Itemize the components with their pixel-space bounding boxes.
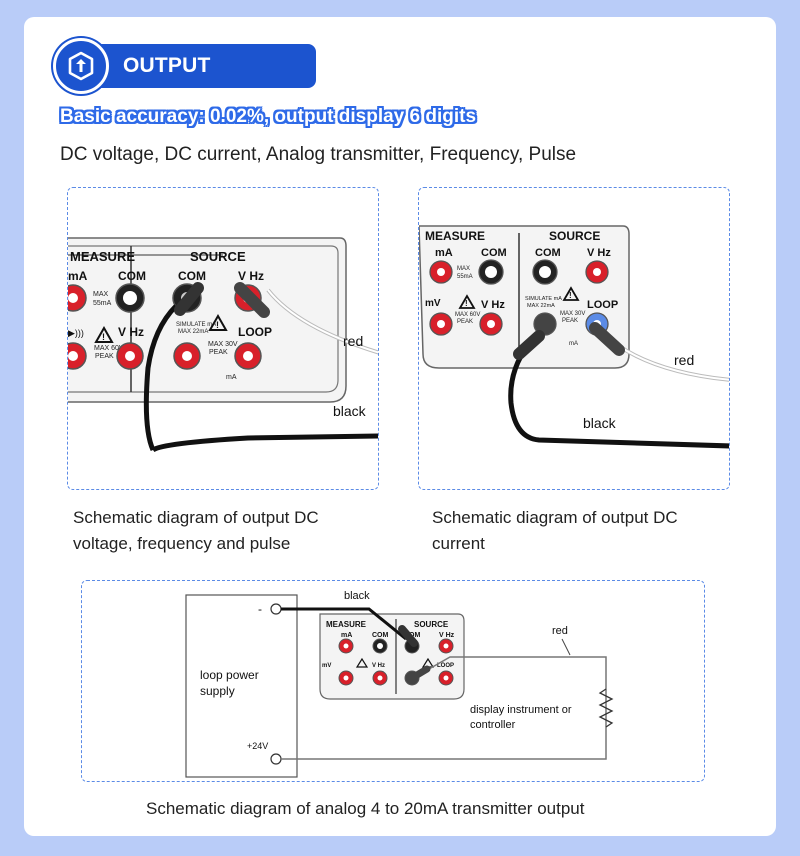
red-lead-3 — [281, 656, 607, 760]
caption-current: Schematic diagram of output DC current — [432, 505, 732, 557]
com-label: COM — [118, 269, 146, 283]
calibrator-panel — [319, 613, 465, 700]
ma-label-3: mA — [341, 632, 352, 639]
peak-label-2: PEAK — [457, 319, 473, 325]
svg-text:!: ! — [569, 291, 572, 300]
com-label-2: COM — [481, 247, 507, 259]
terminal-sim-2 — [533, 312, 557, 336]
max55b-label: 55mA — [93, 300, 112, 307]
com-label-source: COM — [178, 269, 206, 283]
vhz-label-measure-3: V Hz — [372, 663, 385, 669]
plus24-label: +24V — [247, 741, 268, 751]
vhz-label-measure: V Hz — [118, 325, 144, 339]
black-lead-2 — [508, 354, 729, 449]
vhz-label-source: V Hz — [238, 269, 264, 283]
svg-text:!: ! — [102, 332, 105, 342]
max55-label-2: MAX — [457, 266, 470, 272]
diagram-transmitter-frame: loop power supply - +24V MEASURE SOURCE … — [81, 580, 705, 782]
instrument-label-1: display instrument or — [470, 704, 572, 716]
peak-label-source: PEAK — [209, 349, 228, 356]
peak-label-source-2: PEAK — [562, 318, 578, 324]
black-wire-label: black — [333, 403, 367, 419]
simulate-label: SIMULATE mA — [176, 322, 216, 328]
svg-text:!: ! — [216, 320, 219, 330]
source-label-3: SOURCE — [414, 620, 449, 629]
accuracy-spec: Basic accuracy: 0.02%, output display 6 … — [60, 106, 477, 127]
diagram-transmitter: loop power supply - +24V MEASURE SOURCE … — [185, 590, 614, 778]
ma-loop-label-2: mA — [569, 341, 578, 347]
loop-power-supply — [185, 594, 298, 778]
diagram-voltage-frame: MEASURE SOURCE mA COM COM V Hz MAX 55mA … — [67, 187, 379, 490]
caption-current-line2: current — [432, 534, 485, 553]
measure-label-3: MEASURE — [326, 620, 367, 629]
mv-label-3: mV — [322, 663, 331, 669]
black-lead — [143, 304, 178, 452]
ma-loop-label: mA — [226, 374, 237, 381]
vhz-label-measure-2: V Hz — [481, 299, 505, 311]
source-label: SOURCE — [190, 249, 246, 264]
max22-label: MAX 22mA — [178, 329, 208, 335]
source-label-2: SOURCE — [549, 229, 600, 243]
caption-voltage: Schematic diagram of output DC voltage, … — [73, 505, 373, 557]
max60-label-2: MAX 60V — [455, 312, 480, 318]
max55-label: MAX — [93, 291, 109, 298]
loop-label: LOOP — [238, 325, 272, 339]
supply-label-1: loop power — [200, 668, 259, 682]
minus-terminal-label: - — [258, 602, 262, 616]
diode-sound-icon: ▶))) — [68, 328, 84, 338]
red-wire-label: red — [343, 333, 363, 349]
black-lead-3 — [281, 607, 407, 641]
black-wire-label-2: black — [583, 415, 617, 431]
header-bar — [79, 44, 316, 88]
simulate-label-2: SIMULATE mA — [525, 296, 562, 302]
diagram-current: MEASURE SOURCE mA COM COM V Hz MAX 55mA … — [419, 225, 729, 449]
header-badge — [53, 38, 109, 94]
red-wire-label-2: red — [674, 352, 694, 368]
instrument-label-2: controller — [470, 719, 516, 731]
max30-label-2: MAX 30V — [560, 311, 585, 317]
output-icon — [68, 51, 94, 81]
black-wire-label-3: black — [344, 590, 370, 602]
diagram-current-frame: MEASURE SOURCE mA COM COM V Hz MAX 55mA … — [418, 187, 730, 490]
caption-voltage-line1: Schematic diagram of output DC — [73, 508, 319, 527]
com-label-3: COM — [372, 632, 389, 639]
section-header: OUTPUT FUNCTION — [53, 38, 316, 121]
caption-current-line1: Schematic diagram of output DC — [432, 508, 678, 527]
minus-terminal — [270, 603, 282, 615]
mv-label-2: mV — [425, 298, 441, 309]
warning-icon — [94, 325, 114, 343]
max60-label: MAX 60V — [94, 345, 124, 352]
peak-label: PEAK — [95, 353, 114, 360]
caption-transmitter: Schematic diagram of analog 4 to 20mA tr… — [146, 799, 585, 818]
supply-label-2: supply — [200, 684, 235, 698]
com-label-source-2: COM — [535, 247, 561, 259]
diagram-voltage: MEASURE SOURCE mA COM COM V Hz MAX 55mA … — [68, 237, 378, 453]
vhz-label-source-2: V Hz — [587, 247, 611, 259]
max22-label-2: MAX 22mA — [527, 303, 555, 309]
loop-label-2: LOOP — [587, 299, 618, 311]
measure-label: MEASURE — [70, 249, 135, 264]
load-resistor-icon — [598, 688, 614, 728]
vhz-label-source-3: V Hz — [439, 632, 455, 639]
caption-voltage-line2: voltage, frequency and pulse — [73, 534, 291, 553]
svg-text:!: ! — [465, 299, 468, 308]
red-wire-label-3: red — [552, 625, 568, 637]
section-title: OUTPUT FUNCTION — [123, 54, 234, 121]
function-list: DC voltage, DC current, Analog transmitt… — [60, 144, 577, 165]
max55b-label-2: 55mA — [457, 274, 473, 280]
plus24-terminal — [270, 753, 282, 765]
max30-label: MAX 30V — [208, 341, 238, 348]
ma-label: mA — [68, 269, 88, 283]
ma-label-2: mA — [435, 247, 453, 259]
measure-label-2: MEASURE — [425, 229, 485, 243]
loop-label-3: LOOP — [437, 663, 454, 669]
